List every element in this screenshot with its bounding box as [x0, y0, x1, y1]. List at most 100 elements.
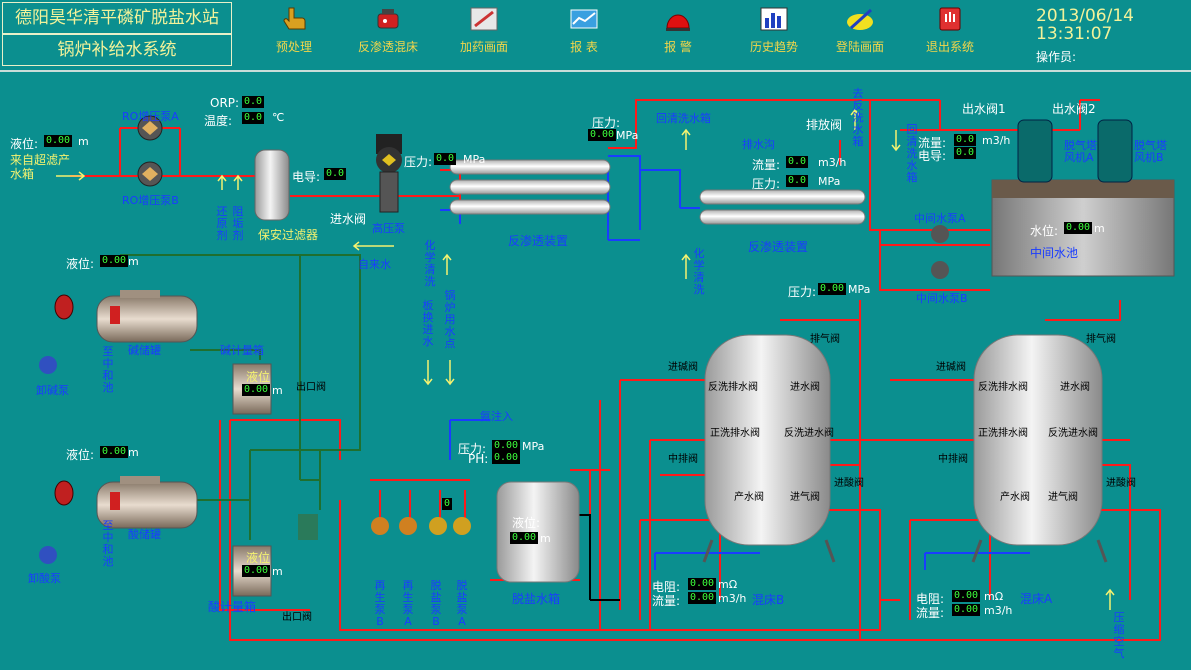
nav-exit-button[interactable]: 退出系统: [912, 4, 988, 60]
nav-alarm-button[interactable]: 报 警: [640, 4, 716, 60]
exit-hand-icon: [939, 7, 961, 31]
bed-b-inlet-label: 进水阀: [790, 382, 820, 393]
bed-a-alkali-in-label: 进碱阀: [936, 362, 966, 373]
regen-pump-a-label: 再生泵A: [402, 579, 414, 628]
bed-b-vent-label: 排气阀: [810, 334, 840, 345]
temperature-unit: ℃: [272, 111, 285, 124]
acid-tank-label: 酸储罐: [128, 528, 161, 541]
desal-level-unit: m: [540, 532, 551, 545]
bed-a-mid-drain-label: 中排阀: [938, 454, 968, 465]
ro-unit-1-label: 反渗透装置: [508, 234, 569, 248]
bed-b-forward-drain-label: 正洗排水阀: [710, 428, 760, 439]
drain-label: 排水沟: [742, 138, 775, 151]
acid-flow-indicator: [54, 480, 74, 506]
bed-a-product-label: 产水阀: [1000, 492, 1030, 503]
ro-membrane-array-1: [449, 159, 611, 215]
feed-level-unit: m: [78, 135, 89, 148]
bed-b-resist-unit: mΩ: [718, 578, 738, 591]
bed-b-label: 混床B: [752, 593, 785, 607]
acid-level-label: 液位:: [66, 448, 95, 462]
flow3-unit: m3/h: [982, 134, 1011, 147]
date-display: 2013/06/14: [1036, 6, 1134, 26]
outlet-valve-2-label: 出水阀2: [1052, 102, 1096, 116]
bed-a-resist-label: 电阻:: [916, 592, 945, 606]
bed-a-forward-drain-label: 正洗排水阀: [978, 428, 1028, 439]
nav-report-button[interactable]: 报 表: [546, 4, 622, 60]
ro-pump-b-label: RO增压泵B: [122, 194, 179, 207]
station-title: 德阳昊华清平磷矿脱盐水站: [2, 2, 232, 34]
unload-acid-pump: [39, 546, 57, 564]
nav-label: 历史趋势: [749, 40, 798, 54]
conductivity-label: 电导:: [292, 170, 321, 184]
mid-pool-label: 中间水池: [1030, 246, 1079, 260]
flow3-value: 0.0: [954, 134, 977, 146]
bed-b-product-label: 产水阀: [734, 492, 764, 503]
scale-inhibitor-label: 阻垢剂: [232, 205, 244, 242]
bed-a-backwash-drain-label: 反洗排水阀: [978, 382, 1028, 393]
bed-a-acid-in-label: 进酸阀: [1106, 478, 1136, 489]
plate-inlet-label: 板换进水: [422, 299, 434, 348]
alkali-storage-tank: [96, 290, 198, 343]
alkali-level-label: 液位:: [66, 257, 95, 271]
bed-a-flow-value: 0.00: [952, 604, 981, 616]
unload-alkali-pump: [39, 356, 57, 374]
bed-b-flow-label: 流量:: [652, 594, 681, 608]
process-diagram: [39, 99, 1175, 641]
alkali-neutral-label: 至中和池: [102, 345, 114, 394]
bed-b-flow-value: 0.00: [688, 592, 717, 604]
report-icon: [570, 9, 598, 29]
bed-b-backwash-drain-label: 反洗排水阀: [708, 382, 758, 393]
nav-label: 报 表: [570, 40, 598, 54]
nav-pretreatment-button[interactable]: 预处理: [256, 4, 332, 60]
nav-label: 加药画面: [459, 40, 508, 54]
ro-pump-b: [137, 161, 163, 187]
reducer-label: 还原剂: [216, 205, 228, 242]
flow3-label: 流量:: [918, 136, 947, 150]
to-backwash-label: 去反洗水箱: [852, 87, 864, 148]
hand-pointer-icon: [283, 7, 306, 30]
ro-inlet-pressure-label: 压力:: [404, 155, 433, 169]
rinse-tank-label: 回清洗水箱: [656, 112, 711, 125]
desal-level-value: 0.00: [510, 532, 539, 544]
pump-counter: 0: [442, 498, 453, 510]
bed-b-alkali-in-label: 进碱阀: [668, 362, 698, 373]
unload-alkali-label: 卸碱泵: [36, 384, 69, 397]
outlet-valve-1-label: 出水阀1: [962, 102, 1006, 116]
ro-flow-unit: m3/h: [818, 156, 847, 169]
pot-icon: [377, 9, 399, 29]
ph-label: PH:: [468, 452, 489, 466]
ro-unit-2-label: 反渗透装置: [748, 240, 809, 254]
nav-ro-mixbed-button[interactable]: 反渗透混床: [350, 4, 426, 60]
temperature-value: 0.0: [242, 112, 265, 124]
nav-history-trend-button[interactable]: 历史趋势: [736, 4, 812, 60]
bed-a-backwash-in-label: 反洗进水阀: [1048, 428, 1098, 439]
middle-pump-b: [931, 261, 949, 279]
inlet-valve-label: 进水阀: [330, 212, 367, 226]
acid-level-value: 0.00: [100, 446, 129, 458]
desal-tank-label: 脱盐水箱: [512, 592, 561, 606]
bed-b-air-in-label: 进气阀: [790, 492, 820, 503]
chem-clean-1-label: 化学清洗: [424, 239, 436, 288]
boiler-pressure-label: 压力:: [458, 442, 487, 456]
bed-b-resist-label: 电阻:: [652, 580, 681, 594]
bed-a-resist-value: 0.00: [952, 590, 981, 602]
system-title: 锅炉补给水系统: [2, 34, 232, 66]
ammonia-label: 氨注入: [480, 410, 513, 423]
ro2-pressure-value: 0.0: [786, 175, 809, 187]
boiler-point-label: 锅炉用水点: [444, 289, 456, 350]
nav-dosing-button[interactable]: 加药画面: [446, 4, 522, 60]
desal-level-label: 液位:: [512, 516, 541, 530]
ro-inlet-pressure-value: 0.0: [434, 153, 457, 165]
mid-pressure-label: 压力:: [788, 285, 817, 299]
mid-pump-b-label: 中间水泵B: [916, 292, 968, 305]
bed-b-backwash-in-label: 反洗进水阀: [784, 428, 834, 439]
desal-pump-b-label: 脱盐泵B: [430, 579, 442, 628]
mid-pressure-value: 0.00: [818, 283, 847, 295]
nav-login-button[interactable]: 登陆画面: [822, 4, 898, 60]
bed-a-label: 混床A: [1020, 592, 1053, 606]
bed-a-flow-unit: m3/h: [984, 604, 1013, 617]
ro-inlet-pressure-unit: MPa: [463, 153, 486, 166]
ph-value: 0.00: [492, 452, 521, 464]
bed-b-mid-drain-label: 中排阀: [668, 454, 698, 465]
mixed-bed-b-vessel: [702, 334, 836, 563]
